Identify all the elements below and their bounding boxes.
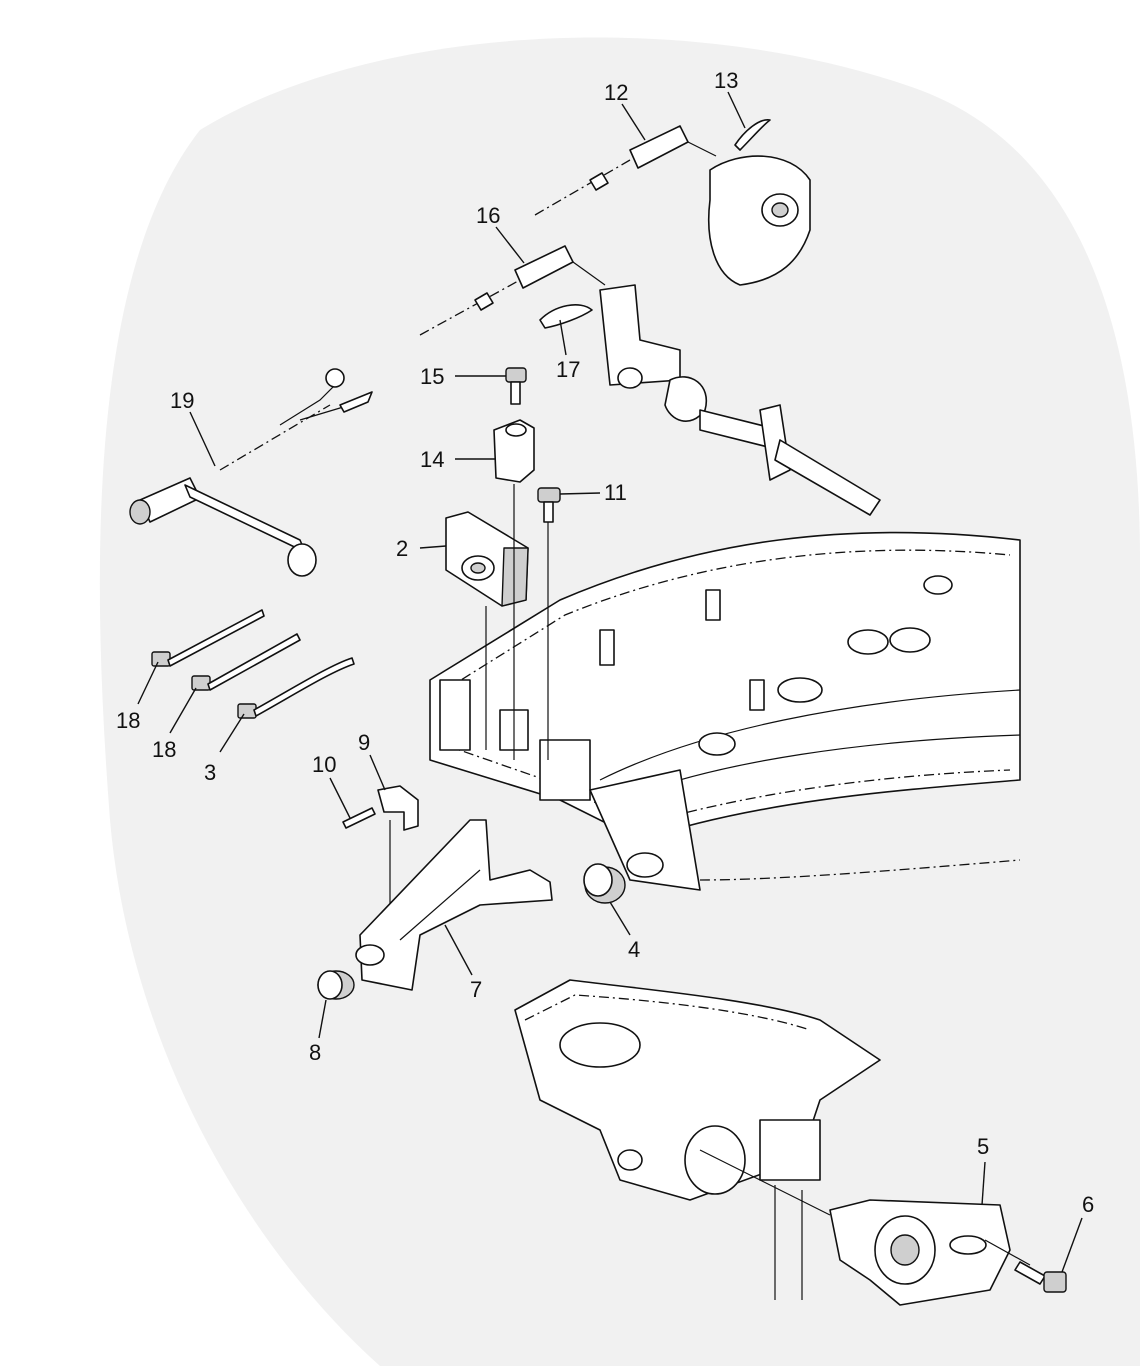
- leader-11: [559, 492, 601, 495]
- swivel-bracket: [514, 979, 881, 1300]
- part-11-screw: [537, 487, 561, 760]
- callout-15: 15: [420, 364, 444, 389]
- part-16-cable-joint: [419, 245, 606, 336]
- part-10-pin: [342, 807, 376, 829]
- callout-7: 7: [470, 977, 482, 1002]
- callout-18b: 18: [152, 737, 176, 762]
- leader-18b: [169, 687, 197, 734]
- leader-8: [318, 999, 327, 1039]
- callout-14: 14: [420, 447, 444, 472]
- leader-3: [219, 713, 245, 753]
- leader-6: [1061, 1217, 1083, 1273]
- callout-10: 10: [312, 752, 336, 777]
- leader-4: [609, 901, 631, 936]
- callout-3: 3: [204, 760, 216, 785]
- part-19-lead: [129, 368, 373, 577]
- callout-5: 5: [977, 1134, 989, 1159]
- leader-17: [559, 319, 567, 356]
- bottom-cowling: [429, 531, 1021, 891]
- part-3-cable-tie: [237, 657, 355, 719]
- leader-7: [444, 924, 473, 976]
- shift-lever: [599, 284, 881, 516]
- callout-12: 12: [604, 80, 628, 105]
- leader-18a: [137, 661, 159, 705]
- callout-17: 17: [556, 357, 580, 382]
- callout-6: 6: [1082, 1192, 1094, 1217]
- callout-4: 4: [628, 937, 640, 962]
- callout-19: 19: [170, 388, 194, 413]
- callout-11: 11: [604, 480, 627, 505]
- part-14-bracket: [493, 419, 535, 483]
- part-18-cable-tie-b: [191, 633, 301, 691]
- callout-18a: 18: [116, 708, 140, 733]
- callout-leaders: [137, 91, 1083, 1273]
- part-4-grommet: [583, 863, 626, 904]
- part-17-clip: [539, 304, 593, 329]
- callout-2: 2: [396, 536, 408, 561]
- throttle-cam: [707, 155, 811, 286]
- leader-2: [419, 545, 447, 549]
- part-13-clip: [734, 119, 771, 151]
- leader-10: [329, 777, 351, 819]
- callout-8: 8: [309, 1040, 321, 1065]
- part-2-mount: [445, 484, 529, 760]
- part-7-bracket: [355, 819, 553, 991]
- leader-19: [189, 411, 216, 467]
- callout-labels: 2 3 4 5 6 7 8 9 10 11 12 13 14 15 16 17 …: [116, 68, 1094, 1217]
- leader-5: [981, 1161, 986, 1206]
- part-5-friction-piece: [829, 1199, 1011, 1306]
- part-18-cable-tie-a: [151, 609, 265, 667]
- leader-13: [727, 91, 746, 129]
- leader-9: [369, 754, 386, 791]
- callout-9: 9: [358, 730, 370, 755]
- part-12-cable-joint: [534, 125, 717, 216]
- part-6-bolt: [984, 1239, 1067, 1293]
- part-15-bolt: [505, 367, 527, 405]
- callout-16: 16: [476, 203, 500, 228]
- leader-16: [495, 226, 525, 264]
- leader-12: [621, 103, 646, 141]
- callout-13: 13: [714, 68, 738, 93]
- part-8-grommet: [317, 970, 355, 1000]
